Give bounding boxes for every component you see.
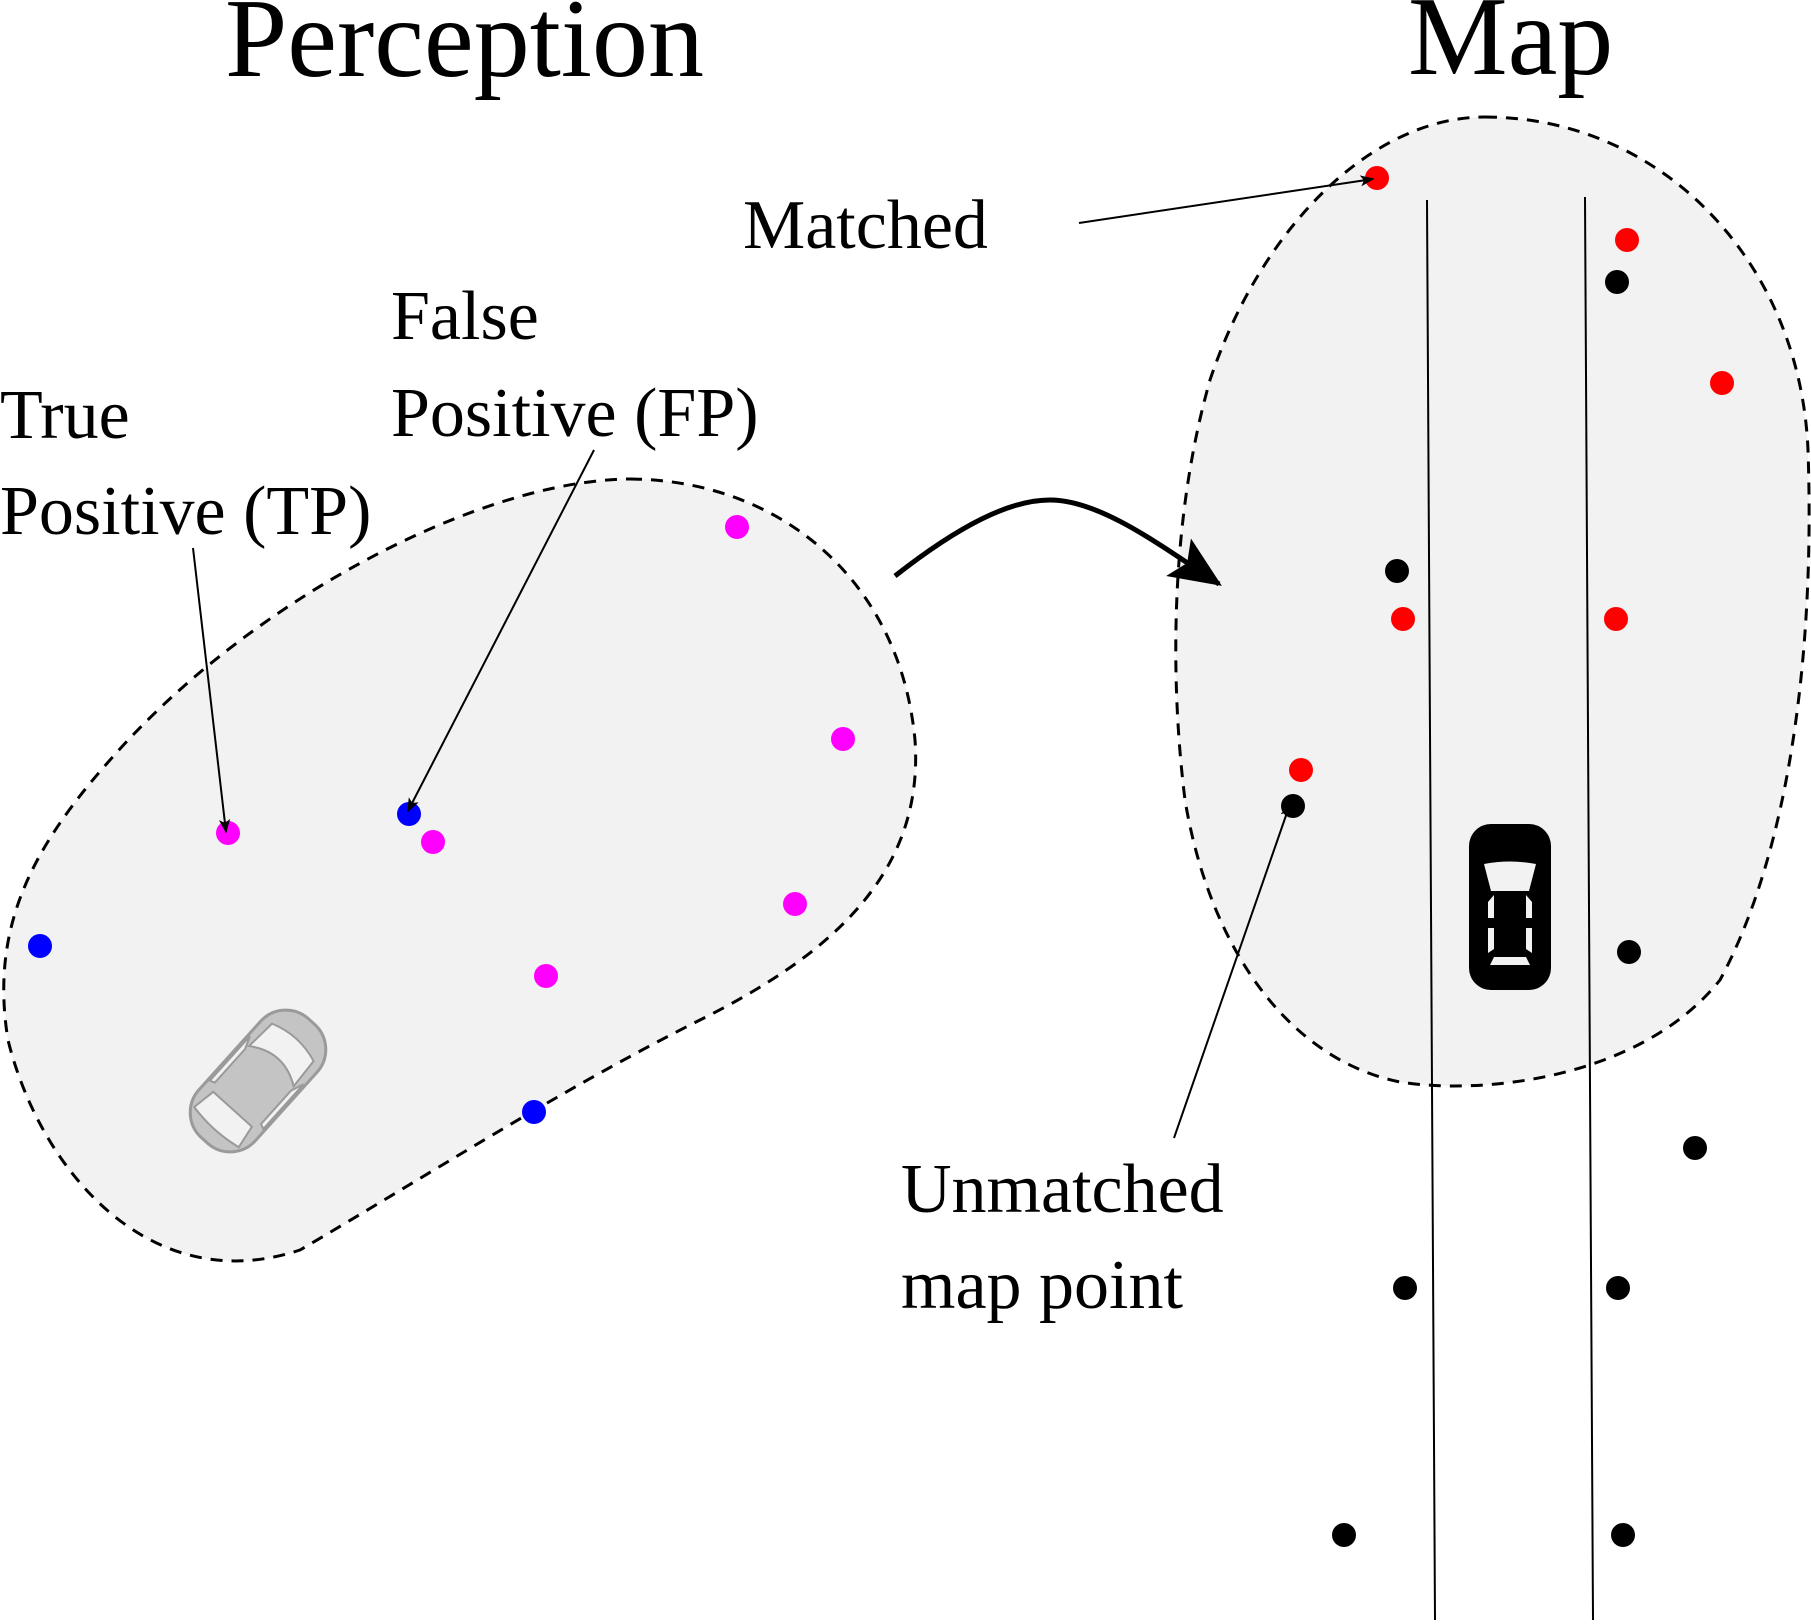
map-unmatched-point xyxy=(1393,1276,1417,1300)
map-matched-point xyxy=(1615,228,1639,252)
perception-false-positive-point xyxy=(522,1100,546,1124)
unmatched-arrow xyxy=(1173,802,1292,1139)
map-unmatched-point xyxy=(1281,794,1305,818)
true-positive-label-line1: True xyxy=(0,377,130,454)
perception-true-positive-point xyxy=(421,830,445,854)
unmatched-label-line1: Unmatched xyxy=(901,1151,1224,1228)
false-positive-label-line2: Positive (FP) xyxy=(391,375,759,452)
perception-true-positive-point xyxy=(783,892,807,916)
perception-true-positive-point xyxy=(216,821,240,845)
map-unmatched-point xyxy=(1683,1136,1707,1160)
perception-true-positive-point xyxy=(725,515,749,539)
true-positive-label-line2: Positive (TP) xyxy=(0,473,371,550)
perception-true-positive-point xyxy=(831,727,855,751)
map-matched-point xyxy=(1710,371,1734,395)
perception-title: Perception xyxy=(225,0,704,101)
perception-points xyxy=(28,515,855,1124)
road-lane-left xyxy=(1426,199,1436,1621)
false-positive-arrow xyxy=(407,449,595,813)
matched-arrow xyxy=(1078,175,1375,224)
map-unmatched-point xyxy=(1611,1523,1635,1547)
unmatched-label-line2: map point xyxy=(901,1247,1183,1324)
perception-region xyxy=(2,477,918,1263)
matched-label: Matched xyxy=(743,187,988,264)
perception-false-positive-point xyxy=(397,802,421,826)
ego-vehicle-perception-icon xyxy=(188,1008,328,1154)
map-unmatched-point xyxy=(1606,1276,1630,1300)
perception-false-positive-point xyxy=(28,934,52,958)
map-title: Map xyxy=(1408,0,1613,99)
true-positive-arrow xyxy=(192,547,231,834)
map-matched-point xyxy=(1289,758,1313,782)
map-unmatched-point xyxy=(1617,940,1641,964)
map-unmatched-point xyxy=(1332,1523,1356,1547)
road-lane-right xyxy=(1584,196,1594,1621)
map-unmatched-point xyxy=(1385,559,1409,583)
map-region xyxy=(1174,115,1811,1088)
map-unmatched-point xyxy=(1605,270,1629,294)
perception-to-map-arrow xyxy=(893,497,1222,587)
map-matched-point xyxy=(1391,607,1415,631)
false-positive-label-line1: False xyxy=(391,278,539,355)
map-points xyxy=(1281,166,1734,1547)
ego-vehicle-map-icon xyxy=(1469,824,1551,990)
perception-true-positive-point xyxy=(534,964,558,988)
map-matched-point xyxy=(1604,607,1628,631)
map-matched-point xyxy=(1365,166,1389,190)
